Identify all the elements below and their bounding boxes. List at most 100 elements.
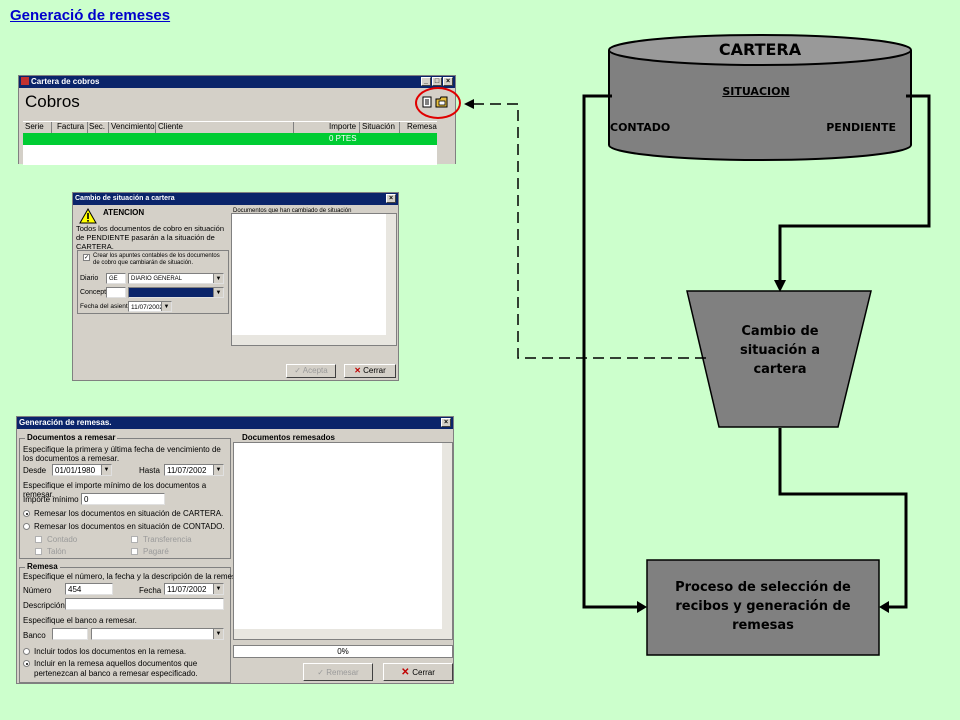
radio-contado[interactable]	[23, 523, 30, 530]
slide-title: Generació de remeses	[10, 7, 171, 24]
progress-label: 0%	[337, 647, 349, 656]
hasta-label: Hasta	[139, 466, 160, 475]
situacion-label: SITUACION	[722, 85, 790, 98]
accept-button[interactable]: ✓ Acepta	[286, 364, 336, 378]
radio-banco-label: Incluir en la remesa aquellos documentos…	[34, 659, 198, 678]
cartera-title: CARTERA	[718, 40, 802, 59]
chevron-down-icon[interactable]: ▼	[101, 465, 111, 475]
horizontal-scrollbar[interactable]	[232, 335, 396, 345]
vertical-scrollbar[interactable]	[386, 214, 396, 335]
concepto-select[interactable]: ▼	[128, 287, 224, 298]
diario-select[interactable]: DIARIO GENERAL▼	[128, 273, 224, 284]
proceso-label: Proceso de selección de recibos y genera…	[675, 580, 851, 633]
chk-pagare-label: Pagaré	[143, 547, 169, 556]
chk-talon[interactable]	[35, 548, 42, 555]
contado-arrow	[582, 94, 638, 609]
documents-changed-label: Documentos que han cambiado de situación	[233, 208, 352, 214]
remesa-hint: Especifique el número, la fecha y la des…	[23, 572, 243, 581]
diario-code-field[interactable]: GE	[106, 273, 126, 284]
chevron-down-icon[interactable]: ▼	[213, 465, 223, 475]
radio-contado-label: Remesar los documentos en situación de C…	[34, 522, 225, 531]
check-icon: ✓	[317, 668, 327, 677]
chk-contado[interactable]	[35, 536, 42, 543]
close-button[interactable]: ×	[441, 418, 451, 427]
hasta-field[interactable]: 11/07/2002▼	[164, 464, 224, 476]
col-cliente[interactable]: Cliente	[158, 122, 183, 131]
cambio-titlebar: Cambio de situación a cartera	[73, 193, 398, 205]
cobros-heading: Cobros	[25, 92, 80, 111]
banco-select[interactable]: ▼	[91, 628, 224, 640]
chevron-down-icon[interactable]: ▼	[161, 302, 171, 311]
cobros-list-area[interactable]	[23, 145, 437, 165]
remesa-group	[19, 567, 231, 683]
close-button[interactable]: ×	[386, 194, 396, 203]
col-remesa[interactable]: Remesa	[407, 122, 437, 131]
desde-field[interactable]: 01/01/1980▼	[52, 464, 112, 476]
fecha-label: Fecha	[139, 586, 162, 595]
documentos-remesados-list[interactable]	[233, 442, 453, 640]
apuntes-checkbox[interactable]: ✓	[83, 254, 90, 261]
diario-label: Diario	[80, 275, 99, 282]
chk-transferencia-label: Transferencia	[143, 535, 192, 544]
apuntes-group	[77, 250, 229, 314]
concepto-label: Concepto	[80, 289, 110, 296]
horizontal-scrollbar[interactable]	[234, 629, 452, 639]
total-amount: 0 PTES	[329, 134, 357, 143]
x-icon: ✕	[354, 366, 364, 375]
chk-transferencia[interactable]	[131, 536, 138, 543]
radio-banco[interactable]	[23, 660, 30, 667]
check-icon: ✓	[294, 366, 303, 375]
col-factura[interactable]: Factura	[57, 122, 85, 131]
cerrar-button[interactable]: ✕ Cerrar	[344, 364, 396, 378]
app-icon	[21, 77, 29, 85]
numero-label: Número	[23, 586, 52, 595]
cambio-label: Cambio de situación a cartera	[739, 324, 821, 377]
radio-cartera[interactable]	[23, 510, 30, 517]
chk-pagare[interactable]	[131, 548, 138, 555]
desde-label: Desde	[23, 466, 47, 475]
apuntes-checkbox-label: Crear los apuntes contables de los docum…	[93, 253, 220, 266]
radio-todos-label: Incluir todos los documentos en la remes…	[34, 647, 187, 656]
fecha-asiento-field[interactable]: 11/07/2002▼	[128, 301, 172, 312]
maximize-button[interactable]: □	[432, 77, 442, 86]
minimize-button[interactable]: _	[421, 77, 431, 86]
concepto-code-field[interactable]	[106, 287, 126, 298]
vertical-scrollbar[interactable]	[442, 443, 452, 629]
remesa-group-label: Remesa	[25, 562, 60, 572]
x-icon: ✕	[401, 667, 413, 678]
close-button[interactable]: ×	[443, 77, 453, 86]
radio-todos[interactable]	[23, 648, 30, 655]
cobros-window: Cartera de cobros _ □ × Cobros Serie Fac…	[18, 75, 461, 165]
col-vencimiento[interactable]: Vencimiento	[111, 122, 155, 131]
fecha-asiento-label: Fecha del asiento	[80, 303, 132, 310]
remesas-title: Generación de remesas.	[19, 418, 112, 427]
remesas-dialog: Generación de remesas. × Documentos a re…	[16, 416, 454, 684]
chevron-down-icon[interactable]: ▼	[213, 274, 223, 283]
chevron-down-icon[interactable]: ▼	[213, 584, 223, 594]
documents-changed-list[interactable]	[231, 213, 397, 346]
chk-contado-label: Contado	[47, 535, 78, 544]
cobros-total-row[interactable]: 0 PTES	[23, 133, 437, 145]
chk-talon-label: Talón	[47, 547, 67, 556]
cerrar-button[interactable]: ✕ Cerrar	[383, 663, 453, 681]
cobros-titlebar: Cartera de cobros	[19, 76, 455, 88]
banco-label: Banco	[23, 631, 46, 640]
banco-code-field[interactable]	[52, 628, 88, 640]
importe-field[interactable]: 0	[81, 493, 165, 505]
numero-field[interactable]: 454	[65, 583, 113, 595]
descripcion-field[interactable]	[65, 598, 224, 610]
col-serie[interactable]: Serie	[25, 122, 44, 131]
col-sec[interactable]: Sec.	[89, 122, 106, 131]
remesar-button[interactable]: ✓ Remesar	[303, 663, 373, 681]
chevron-down-icon[interactable]: ▼	[213, 629, 223, 639]
chevron-down-icon[interactable]: ▼	[213, 288, 223, 297]
documentos-group	[19, 438, 231, 559]
fecha-field[interactable]: 11/07/2002▼	[164, 583, 224, 595]
col-importe[interactable]: Importe	[329, 122, 357, 131]
documentos-group-label: Documentos a remesar	[25, 433, 118, 443]
col-situacion[interactable]: Situación	[362, 122, 395, 131]
pendiente-label: PENDIENTE	[826, 121, 896, 134]
warning-message: Todos los documentos de cobro en situaci…	[76, 224, 225, 251]
cambio-title: Cambio de situación a cartera	[75, 195, 175, 202]
contado-label: CONTADO	[610, 121, 671, 134]
